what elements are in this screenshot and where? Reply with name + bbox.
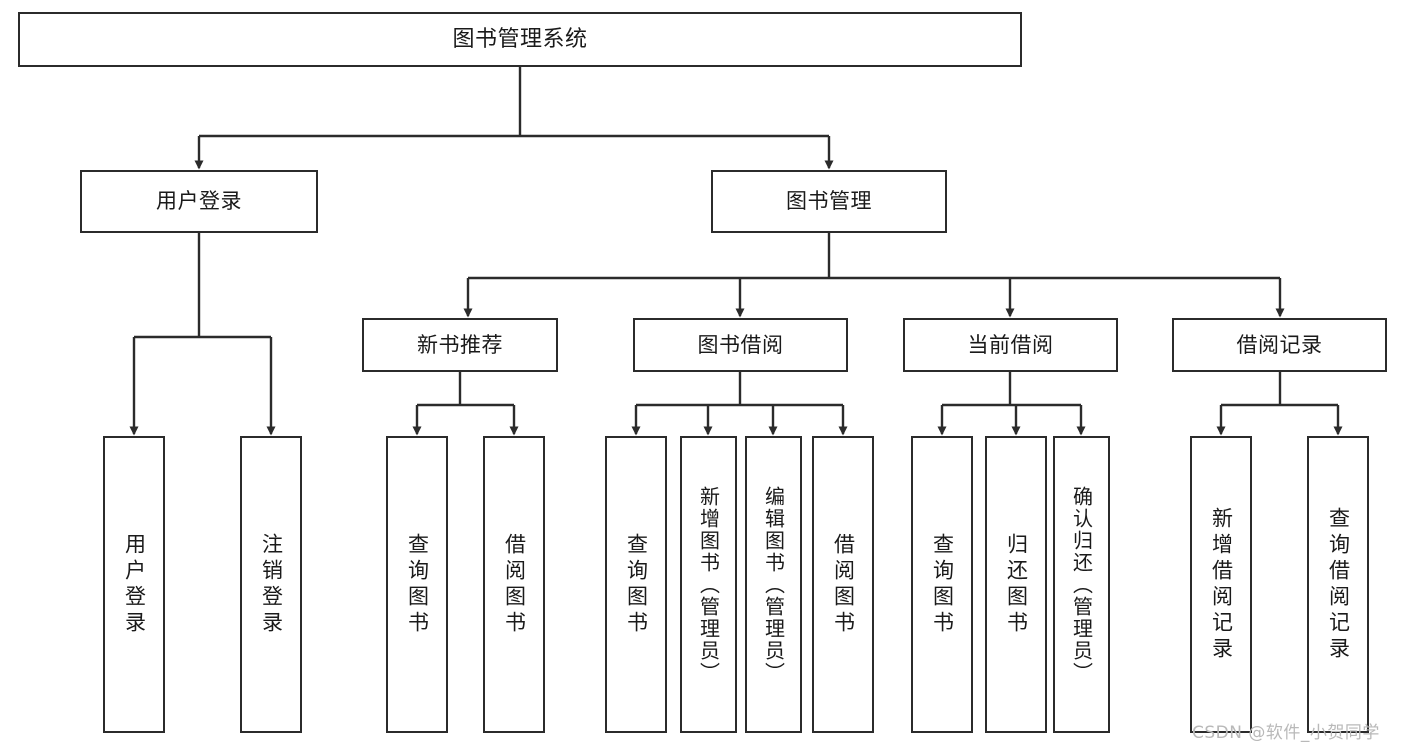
node-label: 借阅记录 [1236,332,1323,357]
node-label: 图书管理系统 [452,26,588,52]
node-label: 新增图书（管理员） [696,485,721,684]
node-label: 归还图书 [1004,532,1029,637]
node-leaf-confirm-return: 确认归还（管理员） [1053,436,1110,733]
node-leaf-add-record: 新增借阅记录 [1190,436,1252,733]
node-leaf-query-book-2: 查询图书 [605,436,667,733]
node-label: 查询图书 [405,532,430,637]
node-label: 用户登录 [156,189,242,214]
node-leaf-borrow-book-1: 借阅图书 [483,436,545,733]
node-leaf-user-logout: 注销登录 [240,436,302,733]
node-label: 当前借阅 [967,332,1054,357]
node-leaf-return-book: 归还图书 [985,436,1047,733]
node-label: 借阅图书 [502,532,527,637]
node-label: 图书管理 [786,189,872,214]
node-root: 图书管理系统 [18,12,1022,67]
node-leaf-query-record: 查询借阅记录 [1307,436,1369,733]
node-label: 查询借阅记录 [1326,506,1351,663]
node-leaf-edit-book: 编辑图书（管理员） [745,436,802,733]
node-leaf-borrow-book-2: 借阅图书 [812,436,874,733]
node-label: 注销登录 [259,532,284,637]
node-leaf-add-book: 新增图书（管理员） [680,436,737,733]
node-user-login: 用户登录 [80,170,318,233]
node-current-borrow: 当前借阅 [903,318,1118,372]
node-label: 图书借阅 [697,332,784,357]
node-label: 用户登录 [122,532,147,637]
node-book-manage: 图书管理 [711,170,947,233]
node-label: 新增借阅记录 [1209,506,1234,663]
csdn-watermark: CSDN @软件_小贺同学 [1192,723,1380,743]
node-label: 新书推荐 [417,332,503,357]
node-label: 编辑图书（管理员） [761,485,786,684]
node-leaf-query-book-1: 查询图书 [386,436,448,733]
node-book-borrow: 图书借阅 [633,318,848,372]
node-label: 借阅图书 [831,532,856,637]
node-label: 查询图书 [624,532,649,637]
node-label: 确认归还（管理员） [1069,485,1094,684]
node-leaf-query-book-3: 查询图书 [911,436,973,733]
node-borrow-record: 借阅记录 [1172,318,1387,372]
node-label: 查询图书 [930,532,955,637]
node-new-book-rec: 新书推荐 [362,318,558,372]
node-leaf-user-login: 用户登录 [103,436,165,733]
